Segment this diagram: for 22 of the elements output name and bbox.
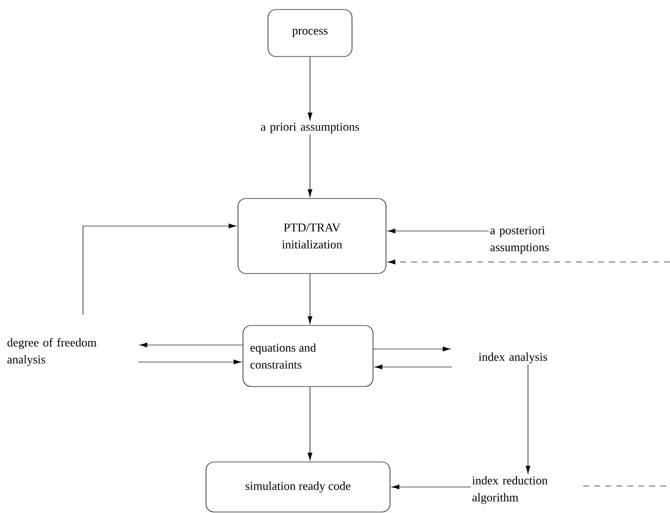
text-label: a priori assumptions [260, 122, 360, 134]
arrow [388, 228, 490, 234]
process-box: simulation ready code [206, 462, 390, 512]
arrow [308, 134, 312, 197]
text-label: a posteriori assumptions [490, 226, 549, 254]
process-box: equations and constraints [242, 325, 374, 387]
text-label: index analysis [478, 352, 548, 364]
arrow [140, 342, 243, 348]
arrow [308, 274, 312, 324]
dashed-arrow [388, 260, 670, 264]
arrow [392, 484, 472, 490]
arrow [308, 56, 312, 120]
arrow [526, 364, 530, 474]
arrow [308, 386, 312, 460]
text-label: degree of freedom analysis [7, 338, 96, 366]
text-label: index reduction algorithm [472, 476, 548, 504]
arrow [82, 224, 236, 316]
process-box: process [268, 9, 352, 57]
arrow [373, 346, 450, 352]
arrow [374, 364, 452, 370]
arrow [138, 360, 242, 364]
process-box: PTD/TRAV initialization [238, 198, 386, 274]
